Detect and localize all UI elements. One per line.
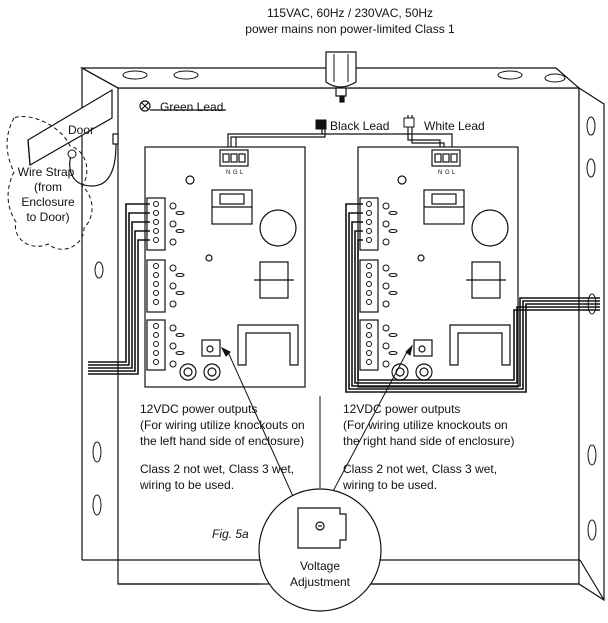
left-output-wires	[88, 203, 150, 375]
right-note-5: wiring to be used.	[342, 478, 437, 492]
right-notes: 12VDC power outputs (For wiring utilize …	[342, 402, 514, 492]
right-output-wires	[345, 203, 600, 393]
left-notes: 12VDC power outputs (For wiring utilize …	[139, 402, 305, 492]
left-note-5: wiring to be used.	[139, 478, 234, 492]
mains-line2: power mains non power-limited Class 1	[245, 22, 455, 36]
left-term-n: N	[226, 170, 230, 176]
right-note-4: Class 2 not wet, Class 3 wet,	[343, 462, 497, 476]
door-label: Door	[68, 123, 94, 137]
right-outputs	[366, 201, 398, 368]
voltage-adjustment-callout	[258, 488, 382, 612]
right-terminal-letters: N G L	[438, 170, 456, 176]
mains-conduit	[325, 51, 357, 103]
left-note-4: Class 2 not wet, Class 3 wet,	[140, 462, 294, 476]
left-note-1: 12VDC power outputs	[140, 402, 257, 416]
figure-label: Fig. 5a	[212, 527, 249, 541]
left-note-2: (For wiring utilize knockouts on	[140, 418, 305, 432]
white-lead-label: White Lead	[424, 119, 485, 133]
right-note-3: the right hand side of enclosure)	[343, 434, 514, 448]
left-term-g: G	[233, 170, 238, 176]
right-term-l: L	[452, 170, 456, 176]
strap-line4: to Door)	[26, 210, 69, 224]
enclosure	[79, 67, 605, 602]
green-lead	[139, 100, 226, 112]
right-term-g: G	[445, 170, 450, 176]
lead-caps	[315, 117, 415, 130]
strap-line2: (from	[34, 180, 62, 194]
voltage-pointers	[220, 344, 413, 513]
right-power-board	[357, 146, 519, 388]
right-note-1: 12VDC power outputs	[343, 402, 460, 416]
wire-strap	[69, 143, 117, 187]
mains-line1: 115VAC, 60Hz / 230VAC, 50Hz	[267, 6, 433, 20]
strap-line1: Wire Strap	[18, 165, 75, 179]
right-term-n: N	[438, 170, 442, 176]
black-lead-label: Black Lead	[330, 119, 389, 133]
voltage-adj-line1: Voltage	[300, 559, 340, 573]
left-outputs	[153, 201, 185, 368]
left-term-l: L	[240, 170, 244, 176]
voltage-adj-line2: Adjustment	[290, 575, 351, 589]
left-note-3: the left hand side of enclosure)	[140, 434, 304, 448]
right-note-2: (For wiring utilize knockouts on	[343, 418, 508, 432]
left-terminal-letters: N G L	[226, 170, 244, 176]
strap-line3: Enclosure	[21, 195, 75, 209]
wire-strap-bubble	[6, 116, 93, 250]
green-lead-label: Green Lead	[160, 100, 223, 114]
strap-screw-icon	[67, 149, 77, 159]
knockouts	[92, 70, 597, 541]
